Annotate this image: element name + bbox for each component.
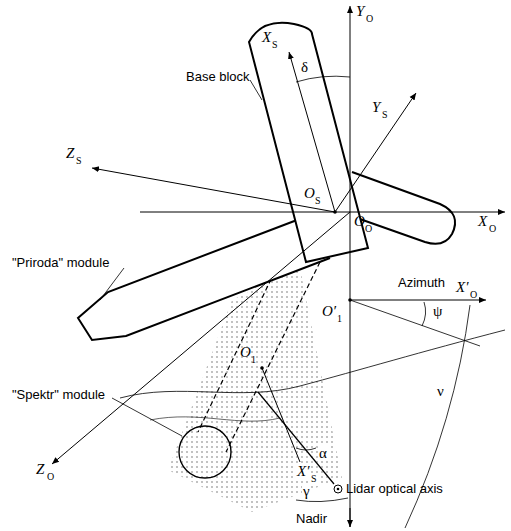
axis-subscript: O — [47, 472, 54, 482]
axis-label: X — [262, 30, 271, 45]
axis-label: X — [478, 214, 487, 229]
part-label: "Spektr" module — [12, 388, 105, 401]
axis-subscript: S — [382, 110, 388, 120]
origin-label: O — [240, 345, 251, 360]
axis-subscript: 1 — [337, 314, 342, 324]
angle-label: δ — [300, 60, 309, 75]
axis-subscript: O — [366, 14, 373, 24]
axis-label: X′ — [456, 280, 468, 295]
axis-label: Z — [36, 462, 44, 477]
axis-label: Y — [356, 4, 364, 19]
angle-label: ν — [436, 384, 445, 399]
axis-subscript: S — [315, 196, 321, 206]
axis-subscript: O — [470, 290, 477, 300]
axis-subscript: S — [272, 40, 278, 50]
axis-subscript: S — [76, 156, 82, 166]
angle-label: γ — [302, 484, 311, 499]
origin-label: O′ — [322, 304, 336, 319]
angle-label: ψ — [432, 304, 443, 319]
axis-label: Z — [66, 146, 74, 161]
part-label: Base block — [186, 70, 250, 83]
axis-subscript: O — [365, 224, 372, 234]
origin-label: O — [304, 186, 315, 201]
origin-label: O — [354, 214, 365, 229]
direction-label: Azimuth — [398, 276, 445, 289]
axis-subscript: O — [489, 224, 496, 234]
axis-label: Y — [372, 100, 380, 115]
angle-label: α — [318, 446, 328, 461]
direction-label: Nadir — [296, 512, 327, 525]
axis-subscript: S — [310, 474, 318, 484]
axis-label: X′ — [296, 464, 310, 479]
direction-label: Lidar optical axis — [346, 482, 443, 495]
part-label: "Priroda" module — [12, 256, 109, 269]
axis-subscript: 1 — [251, 355, 256, 365]
